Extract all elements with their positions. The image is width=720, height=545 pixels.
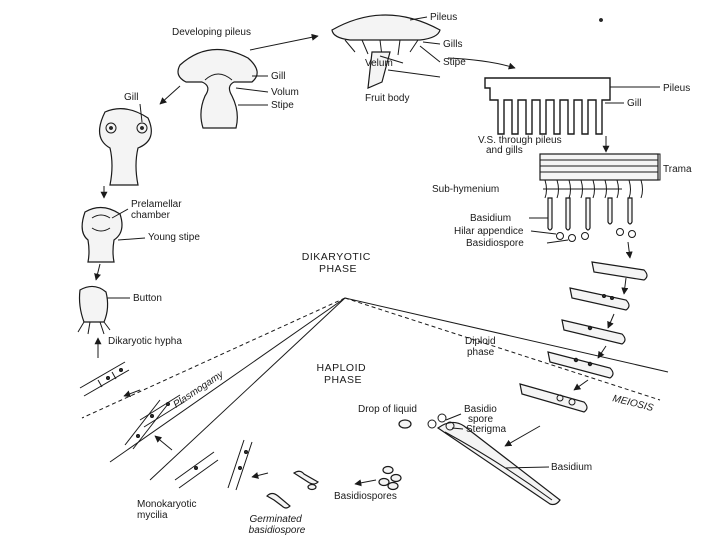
label-basidiospore-right: Basidiospore <box>466 238 524 249</box>
label-button: Button <box>133 293 162 304</box>
label-plasmogamy: Plasmogamy <box>172 368 227 410</box>
text-line: and gills <box>486 145 523 156</box>
dikaryotic-hypha-illustration <box>79 361 130 397</box>
label-basidio-spore: Basidio spore <box>464 404 500 425</box>
text-line: Diploid <box>465 336 496 347</box>
diploid-basidia-sequence <box>519 261 648 413</box>
plasmogamy-hyphae-illustration <box>124 394 185 450</box>
label-diploid-phase: Diploid phase <box>465 336 498 358</box>
text-line: Prelamellar <box>131 199 182 210</box>
text-line: Basidio <box>464 404 497 415</box>
haploid-phase-title: HAPLOID PHASE <box>316 362 369 386</box>
phase-boundary-lines <box>81 297 669 481</box>
hymenium-section-illustration <box>539 153 659 242</box>
text-line: Germinated <box>249 514 302 525</box>
label-basidium-bottom: Basidium <box>551 462 592 473</box>
label-gills-top: Gills <box>443 39 462 50</box>
label-gill-right: Gill <box>627 98 641 109</box>
label-gill-left: Gill <box>124 92 138 103</box>
button-stage-illustration <box>77 285 111 335</box>
vs-leaders <box>605 86 660 104</box>
text-line: V.S. through pileus <box>478 135 562 146</box>
phase-line: HAPLOID <box>316 362 366 374</box>
label-vs-through: V.S. through pileus and gills <box>478 135 564 156</box>
dikaryotic-phase-title: DIKARYOTIC PHASE <box>302 251 374 275</box>
label-basidium-right: Basidium <box>470 213 511 224</box>
text-line: chamber <box>131 210 171 221</box>
label-sterigma: Sterigma <box>466 424 506 435</box>
label-hilar-appendice: Hilar appendice <box>454 226 524 237</box>
label-developing-pileus: Developing pileus <box>172 27 251 38</box>
developing-pileus-leaders <box>235 75 269 106</box>
fruit-body-leaders <box>379 16 441 78</box>
speck-mark <box>599 18 603 22</box>
label-trama: Trama <box>663 164 692 175</box>
developing-pileus-illustration <box>177 48 258 129</box>
label-dikaryotic-hypha: Dikaryotic hypha <box>108 336 182 347</box>
basidium-leaders <box>445 413 550 469</box>
phase-line: PHASE <box>319 263 357 275</box>
text-line: basidiospore <box>249 525 306 536</box>
text-line: Monokaryotic <box>137 499 196 510</box>
prelamellar-stage-illustration <box>81 206 123 263</box>
label-stipe-dev: Stipe <box>271 100 294 111</box>
large-basidium-illustration <box>398 413 561 506</box>
label-sub-hymenium: Sub-hymenium <box>432 184 499 195</box>
gill-stage-illustration <box>99 103 152 186</box>
fruit-body-illustration <box>331 14 441 89</box>
label-velum-top: Velum <box>365 58 393 69</box>
label-fruit-body: Fruit body <box>365 93 409 104</box>
monokaryotic-mycilia-illustration <box>174 439 253 491</box>
label-drop-of-liquid: Drop of liquid <box>358 404 417 415</box>
hymenium-leaders <box>529 153 661 244</box>
label-stipe-top: Stipe <box>443 57 466 68</box>
phase-line: PHASE <box>324 374 362 386</box>
label-gill-dev: Gill <box>271 71 285 82</box>
label-young-stipe: Young stipe <box>148 232 200 243</box>
germinated-spores-illustration <box>266 470 319 509</box>
label-prelamellar-chamber: Prelamellar chamber <box>131 199 184 221</box>
label-basidiospores: Basidiospores <box>334 491 397 502</box>
label-pileus-right: Pileus <box>663 83 690 94</box>
vs-pileus-gills-illustration <box>484 77 611 135</box>
cycle-arrows <box>94 33 633 487</box>
label-monokaryotic-mycilia: Monokaryotic mycilia <box>137 499 199 521</box>
text-line: spore <box>468 414 493 425</box>
label-volum-dev: Volum <box>271 87 299 98</box>
basidiospores-cluster-illustration <box>378 465 402 491</box>
label-pileus-top: Pileus <box>430 12 457 23</box>
text-line: mycilia <box>137 510 168 521</box>
label-germinated-basidiospore: Germinated basidiospore <box>249 514 306 536</box>
phase-line: DIKARYOTIC <box>302 251 371 263</box>
text-line: phase <box>467 347 495 358</box>
